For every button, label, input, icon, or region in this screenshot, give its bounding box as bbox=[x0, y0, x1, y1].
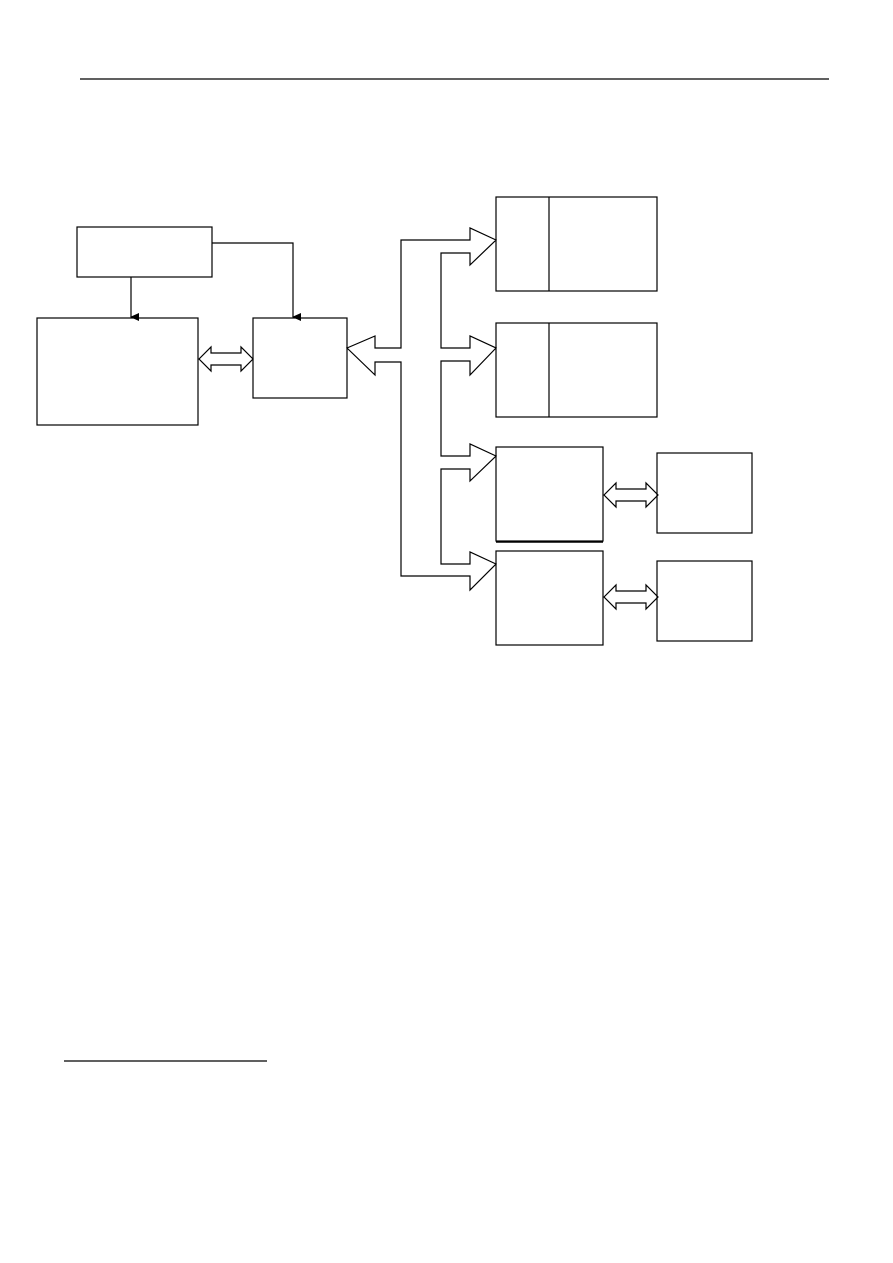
block-right-split-1 bbox=[495, 196, 658, 292]
block-left-large bbox=[36, 317, 199, 426]
arrow-top-left-to-center-hub bbox=[212, 242, 301, 321]
bus-right-mid-1-far-right-1 bbox=[603, 481, 659, 509]
block-top-left bbox=[76, 226, 213, 278]
block-right-mid-1 bbox=[495, 446, 604, 542]
block-far-right-1 bbox=[656, 452, 753, 534]
block-center-hub bbox=[252, 317, 348, 399]
block-far-right-2 bbox=[656, 560, 753, 642]
bus-center-hub-to-right bbox=[345, 227, 498, 592]
block-right-mid-2 bbox=[495, 550, 604, 646]
bus-left-large-center-hub bbox=[198, 345, 254, 373]
block-right-split-2 bbox=[495, 322, 658, 418]
bus-right-mid-2-far-right-2 bbox=[603, 583, 659, 611]
